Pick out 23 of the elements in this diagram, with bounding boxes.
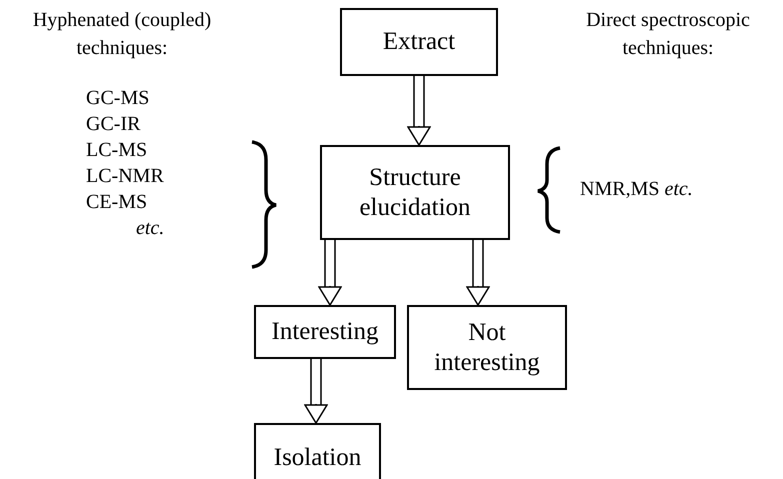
box-label: Extract <box>382 27 456 57</box>
process-box <box>254 423 381 479</box>
label-text: Hyphenated (coupled) techniques: <box>32 8 212 61</box>
hollow-arrow <box>466 239 490 306</box>
process-box <box>254 305 396 359</box>
box-label: Interesting <box>272 317 378 347</box>
label-text: GC-MS <box>86 86 150 111</box>
box-label: Isolation <box>274 443 362 473</box>
process-box <box>407 305 567 390</box>
process-box <box>320 145 510 240</box>
process-box <box>340 8 498 76</box>
label-text: Direct spectroscopic techniques: <box>585 8 751 61</box>
label-text: etc. <box>136 216 164 241</box>
box-label: Structure elucidation <box>358 162 472 222</box>
label-text: CE-MS <box>86 190 148 215</box>
label-text: GC-IR <box>86 112 140 137</box>
label-text: LC-NMR <box>86 164 164 189</box>
hollow-arrow <box>407 75 431 146</box>
box-label: Not interesting <box>433 318 541 378</box>
label-text: NMR,MS etc. <box>580 177 693 202</box>
label-text: LC-MS <box>86 138 148 163</box>
hollow-arrow <box>318 239 342 306</box>
hollow-arrow <box>304 358 328 424</box>
